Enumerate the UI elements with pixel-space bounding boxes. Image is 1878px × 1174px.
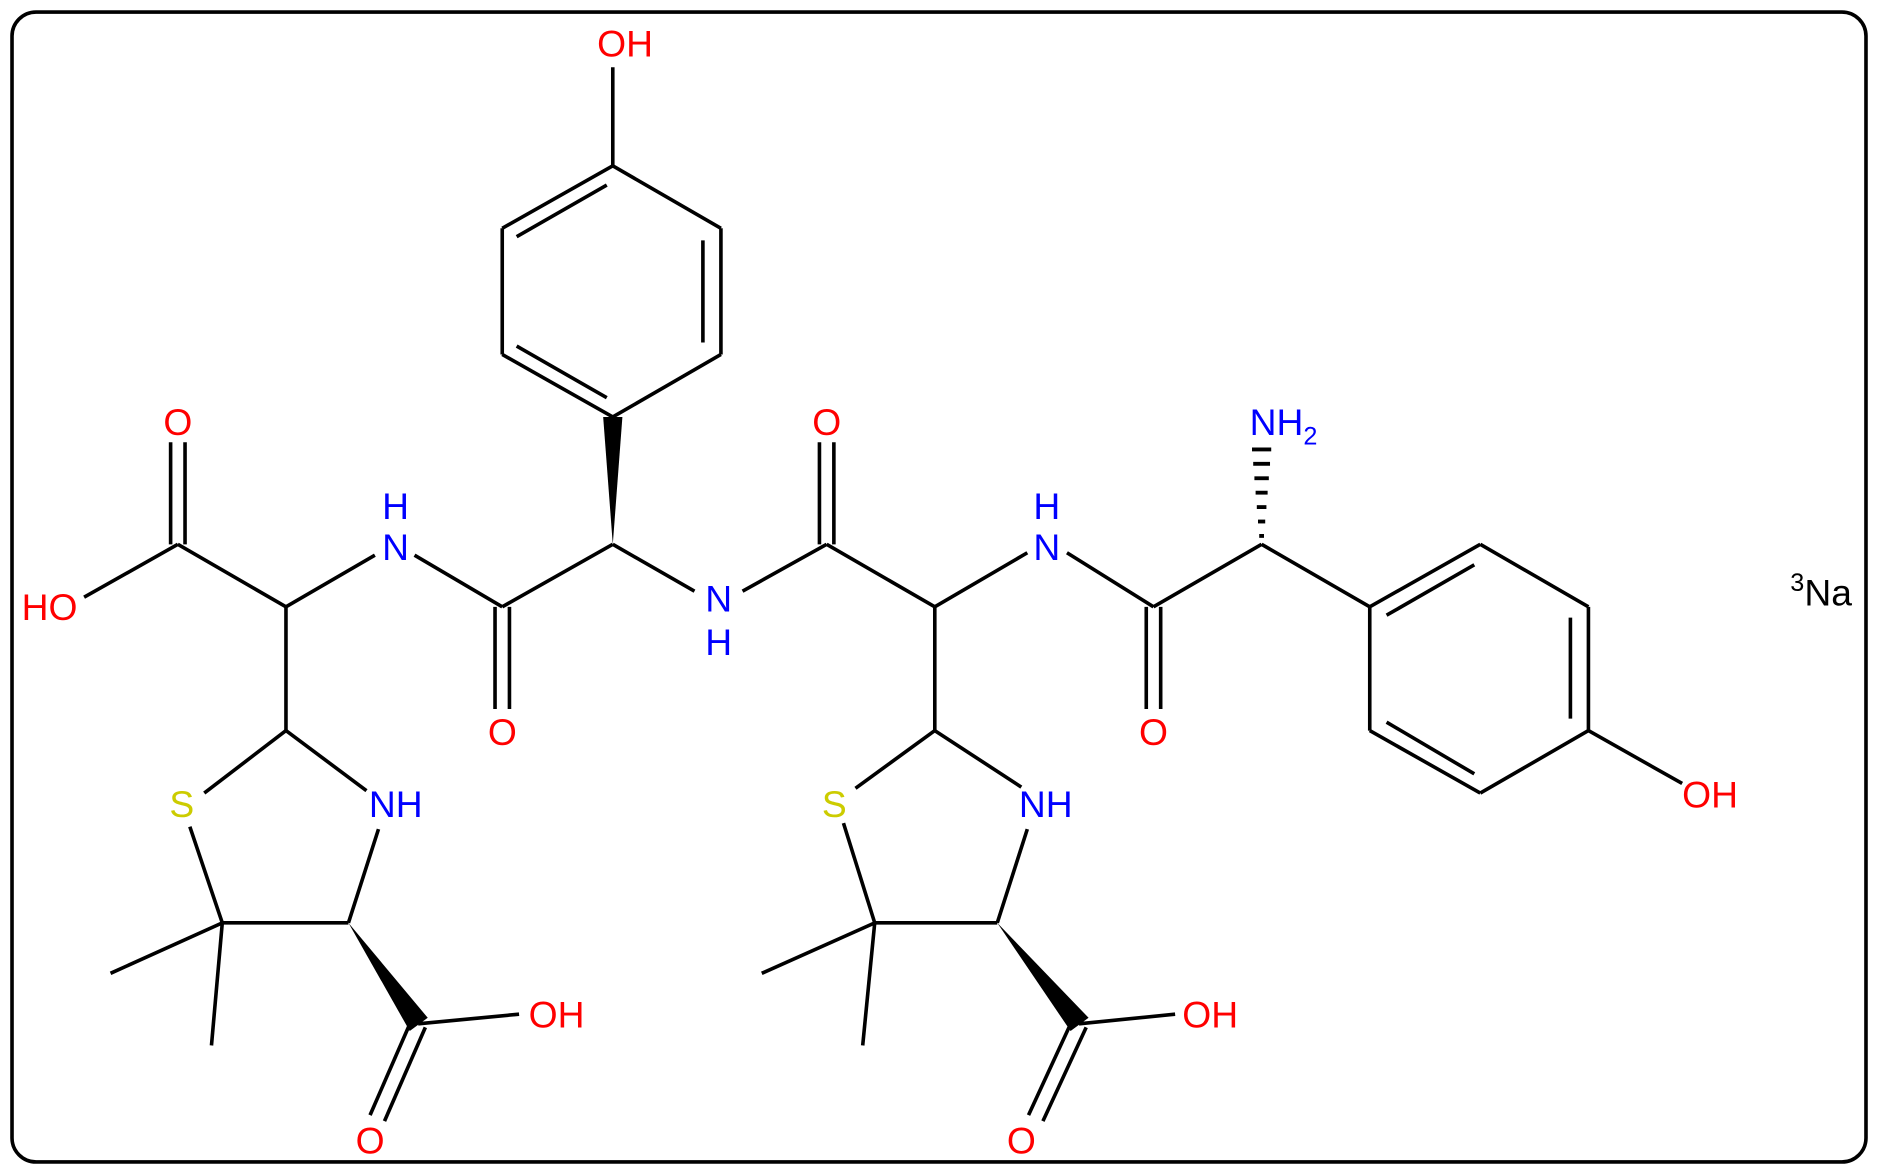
bond-s-c5-right xyxy=(841,822,877,924)
bonds xyxy=(83,67,1684,1122)
bond-ring1-d xyxy=(501,352,614,419)
wedge-bond-top xyxy=(603,416,623,545)
bond-ring2-a xyxy=(1368,542,1482,609)
bond-methyl2-left xyxy=(209,922,225,1046)
bond-chiral1-nh xyxy=(611,542,696,593)
label-oh-acid-bottom-left: OH xyxy=(529,993,585,1035)
bond-calpha2-nh-right xyxy=(933,551,1029,609)
bond-nh-center-carbonyl xyxy=(741,542,828,593)
label-o-acid-bottom-right: O xyxy=(1007,1120,1036,1162)
bond-nh-right-amide xyxy=(1066,551,1155,609)
bond-nh-left-calpha xyxy=(285,553,376,609)
label-ho-acid-left: HO xyxy=(22,586,78,628)
label-oh-right-ring: OH xyxy=(1682,773,1738,815)
bond-ring1-f-inner xyxy=(515,183,608,239)
label-nh-right-h: H xyxy=(1033,485,1060,527)
bond-c2-s-right xyxy=(854,729,936,790)
bond-methyl1-right xyxy=(761,921,876,975)
label-s-right: S xyxy=(822,783,847,825)
bond-nh-c4-right xyxy=(995,828,1030,924)
bond-cooh-o-left-b xyxy=(382,1026,427,1122)
bond-ring2-e-inner xyxy=(1385,720,1476,776)
wedge-bond-bottom-right xyxy=(997,922,1089,1032)
bond-s-c5-left xyxy=(188,826,224,924)
bond-c2-s-left xyxy=(203,729,288,795)
label-s-left: S xyxy=(169,783,194,825)
label-sodium-counterion: 3Na xyxy=(1790,569,1852,613)
label-nh-right-n: N xyxy=(1033,526,1060,568)
bond-c2-nh-right xyxy=(933,729,1023,789)
bond-ring2-b xyxy=(1479,542,1590,609)
label-o-amide-center: O xyxy=(812,401,841,443)
bond-calpha-acid xyxy=(176,542,287,609)
bond-chiral2-ring2 xyxy=(1260,542,1371,609)
bond-ring2-d xyxy=(1479,729,1590,795)
bond-cooh-oh-right xyxy=(1078,1012,1176,1026)
label-nh-left-n: N xyxy=(382,526,409,568)
label-oh-acid-bottom-right: OH xyxy=(1182,993,1238,1035)
label-nh-left-h: H xyxy=(382,485,409,527)
bond-acid-oh xyxy=(83,542,179,599)
bond-carbonyl-calpha2 xyxy=(825,542,936,609)
bond-ring1-d-inner xyxy=(515,344,608,400)
bond-amideC-nh-left xyxy=(413,553,504,609)
bond-c2-nh-left xyxy=(284,729,368,793)
bond-cooh-o-left-a xyxy=(368,1020,413,1116)
bond-methyl1-left xyxy=(109,921,224,975)
bond-chiral1-amideC xyxy=(501,542,614,609)
bond-amide-chiral2 xyxy=(1152,542,1263,609)
label-nh-ring-left: NH xyxy=(369,783,423,825)
label-nh-center-h: H xyxy=(705,621,732,663)
structure-frame xyxy=(10,10,1868,1164)
bond-ring2-e xyxy=(1368,729,1482,795)
label-nh-ring-right: NH xyxy=(1019,783,1073,825)
bond-ring1-c xyxy=(611,352,722,419)
atom-labels: OH O HO H N O N H O H N O NH2 OH S NH OH… xyxy=(22,22,1853,1161)
bond-cooh-o-right-a xyxy=(1026,1020,1074,1116)
hash-bond-nh2 xyxy=(1252,447,1272,538)
label-o-acid-bottom-left: O xyxy=(356,1120,385,1162)
label-nh-center-n: N xyxy=(705,578,732,620)
bond-ring2-a-inner xyxy=(1385,563,1476,617)
bond-cooh-o-right-b xyxy=(1041,1026,1088,1122)
bond-methyl2-right xyxy=(860,922,877,1046)
bond-ring2-oh xyxy=(1587,729,1684,786)
label-o-amide-left: O xyxy=(488,711,517,753)
bond-ring1-a xyxy=(611,164,722,230)
label-o-acid-left: O xyxy=(163,401,192,443)
bond-ring1-f xyxy=(501,164,614,230)
wedge-bond-bottom-left xyxy=(348,922,428,1032)
bond-nh-c4-left xyxy=(346,828,381,924)
label-nh2: NH2 xyxy=(1250,401,1318,451)
bond-cooh-oh-left xyxy=(417,1012,520,1026)
label-o-amide-right: O xyxy=(1139,711,1168,753)
label-oh-top: OH xyxy=(597,22,653,64)
